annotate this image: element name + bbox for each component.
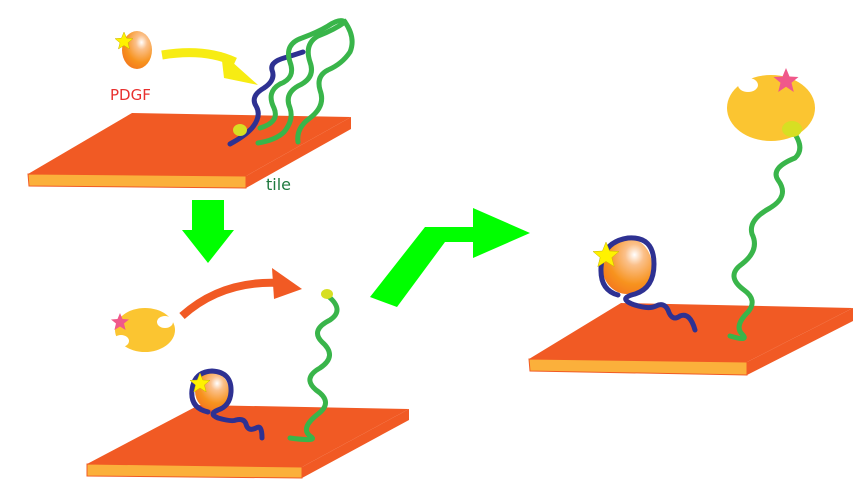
- yellow-star-icon: [189, 372, 211, 393]
- released-strand: [727, 127, 803, 342]
- tile-3: [528, 303, 853, 376]
- tile-label: tile: [266, 175, 291, 194]
- linker-dot: [782, 121, 802, 137]
- receptor-protein: [727, 68, 815, 141]
- binding-site: [738, 78, 758, 92]
- pdgf-label: PDGF: [110, 86, 151, 104]
- tile-side-right: [747, 308, 853, 375]
- binding-site: [157, 316, 173, 328]
- pdgf-protein: [114, 31, 152, 69]
- aptamer-strand: [227, 49, 306, 147]
- panel-step-3: [528, 68, 853, 376]
- pink-star-icon: [111, 313, 129, 330]
- bent-arrow-icon: [370, 208, 530, 307]
- receptor-arrow: [179, 268, 302, 319]
- receptor-protein: [111, 308, 175, 352]
- pdgf-aptamer-complex: [592, 235, 698, 333]
- released-strand: [287, 293, 340, 443]
- tile-side-front: [27, 173, 247, 189]
- down-arrow-icon: [182, 200, 234, 263]
- pdgf-binding-arrow: [161, 48, 258, 85]
- aptamer-strand: [189, 368, 265, 441]
- linker-dot: [233, 124, 247, 136]
- complement-strand-2: [255, 18, 355, 146]
- tile-side-right: [246, 117, 351, 188]
- panel-step-2: [86, 268, 409, 479]
- tile-side-right: [302, 409, 409, 478]
- complement-strand-1: [257, 18, 348, 131]
- tile-1: [27, 113, 351, 189]
- tile-side-front: [528, 358, 748, 376]
- linker-dot: [321, 289, 333, 299]
- binding-site: [113, 335, 129, 347]
- panel-step-1: PDGF tile: [27, 18, 355, 194]
- yellow-star-icon: [592, 241, 620, 268]
- tile-2: [86, 405, 409, 479]
- pink-star-icon: [773, 68, 799, 92]
- tile-top: [28, 113, 351, 176]
- yellow-star-icon: [114, 31, 134, 50]
- tile-top: [529, 303, 853, 362]
- tile-side-front: [86, 463, 303, 479]
- tile-top: [87, 405, 409, 467]
- dna-duplex: [227, 18, 355, 147]
- pdgf-aptamer-complex: [189, 368, 265, 441]
